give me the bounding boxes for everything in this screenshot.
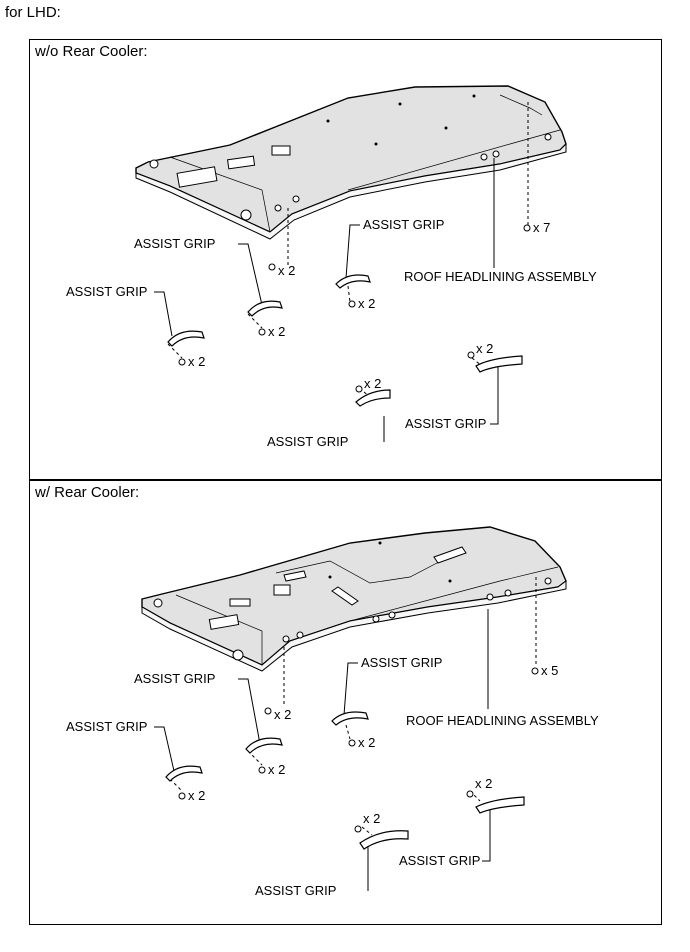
grip-e-screw-count: x 2 [476,341,493,356]
grip-b-screw-count: x 2 [188,788,205,803]
grip-d-screw-count: x 2 [364,376,381,391]
assist-grips [165,711,525,850]
grip-a-screw-count: x 2 [268,324,285,339]
headlining-label: ROOF HEADLINING ASSEMBLY [404,269,597,284]
panel-with-rear-cooler: w/ Rear Cooler: [29,480,662,925]
headlining-label: ROOF HEADLINING ASSEMBLY [406,713,599,728]
callout-text: x 2 x 7 ROOF HEADLINING ASSEMBLY ASSIST … [66,217,597,449]
grip-b-label: ASSIST GRIP [66,719,147,734]
page-title: for LHD: [5,4,61,21]
clips-and-screws [178,224,531,393]
grip-e-label: ASSIST GRIP [405,416,486,431]
clips-and-screws [178,667,539,833]
roof-headlining-assembly [141,526,567,672]
callout-text: x 2 x 5 ROOF HEADLINING ASSEMBLY ASSIST … [66,655,599,898]
grip-e-screw-count: x 2 [475,776,492,791]
grip-d-label: ASSIST GRIP [255,883,336,898]
headlining-clip-count: x 7 [533,220,550,235]
grip-b-label: ASSIST GRIP [66,284,147,299]
grip-a-screw-count: x 2 [268,762,285,777]
grip-c-label: ASSIST GRIP [361,655,442,670]
grip-e-label: ASSIST GRIP [399,853,480,868]
grip-d-screw-count: x 2 [363,811,380,826]
headlining-clip-count: x 5 [541,663,558,678]
panel-title: w/ Rear Cooler: [35,484,140,501]
grip-a-label: ASSIST GRIP [134,671,215,686]
panel-without-rear-cooler: w/o Rear Cooler: [29,39,662,480]
panel-title: w/o Rear Cooler: [35,43,148,60]
exploded-diagram: x 2 x 5 ROOF HEADLINING ASSEMBLY ASSIST … [66,526,599,898]
grip-c-screw-count: x 2 [358,735,375,750]
assist-grips [167,274,523,407]
grip-pointer-lines [154,102,529,442]
exploded-diagram: x 2 x 7 ROOF HEADLINING ASSEMBLY ASSIST … [66,85,597,449]
grip-a-label: ASSIST GRIP [134,236,215,251]
grip-d-label: ASSIST GRIP [267,434,348,449]
grip-b-screw-count: x 2 [188,354,205,369]
grip-c-screw-count: x 2 [358,296,375,311]
grip-pointer-lines [154,577,537,891]
front-grip-clip-count: x 2 [278,263,295,278]
front-grip-clip-count: x 2 [274,707,291,722]
roof-headlining-assembly [135,85,567,240]
grip-c-label: ASSIST GRIP [363,217,444,232]
